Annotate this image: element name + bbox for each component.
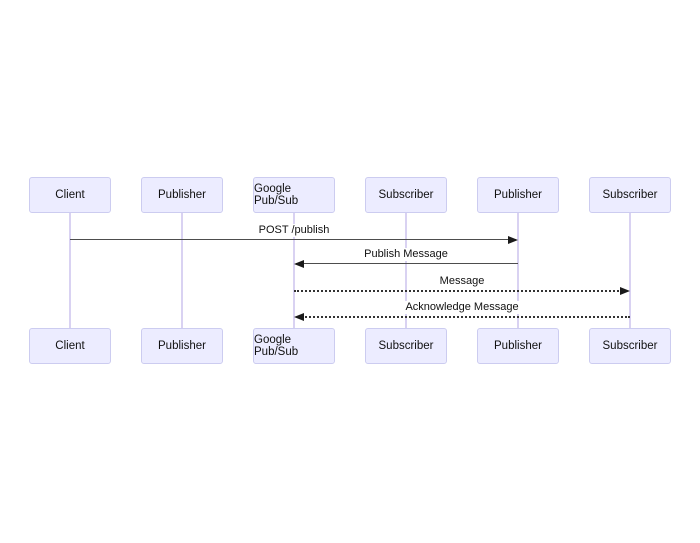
arrowhead-left-icon [294,313,304,321]
actor-label: Subscriber [602,340,658,352]
actor-label: Subscriber [378,340,434,352]
message-line [70,239,516,240]
actor-label: Subscriber [602,189,658,201]
actor-client-bottom: Client [29,328,111,364]
actor-label: Google Pub/Sub [254,183,299,207]
actor-subscriber-2-top: Subscriber [589,177,671,213]
actor-publisher-1-top: Publisher [141,177,223,213]
actor-publisher-2-top: Publisher [477,177,559,213]
message-line [302,316,630,318]
message-line [296,263,518,264]
actor-label: Subscriber [378,189,434,201]
message-label: Message [436,275,488,288]
arrowhead-right-icon [508,236,518,244]
actor-client-top: Client [29,177,111,213]
message-label: Acknowledge Message [402,301,522,314]
lifeline-subscriber-2 [629,213,631,328]
actor-pubsub-top: Google Pub/Sub [253,177,335,213]
message-label: POST /publish [255,224,333,237]
arrowhead-left-icon [294,260,304,268]
lifeline-subscriber-1 [405,213,407,328]
actor-publisher-2-bottom: Publisher [477,328,559,364]
actor-label: Client [55,340,85,352]
actor-subscriber-1-bottom: Subscriber [365,328,447,364]
actor-subscriber-1-top: Subscriber [365,177,447,213]
actor-subscriber-2-bottom: Subscriber [589,328,671,364]
actor-label: Publisher [158,189,206,201]
lifeline-client [69,213,71,328]
actor-pubsub-bottom: Google Pub/Sub [253,328,335,364]
lifeline-publisher-2 [517,213,519,328]
actor-label: Publisher [158,340,206,352]
message-line [294,290,622,292]
actor-label: Client [55,189,85,201]
message-label: Publish Message [361,248,451,261]
arrowhead-right-icon [620,287,630,295]
actor-label: Google Pub/Sub [254,334,299,358]
lifeline-pubsub [293,213,295,328]
actor-label: Publisher [494,340,542,352]
actor-label: Publisher [494,189,542,201]
actor-publisher-1-bottom: Publisher [141,328,223,364]
lifeline-publisher-1 [181,213,183,328]
